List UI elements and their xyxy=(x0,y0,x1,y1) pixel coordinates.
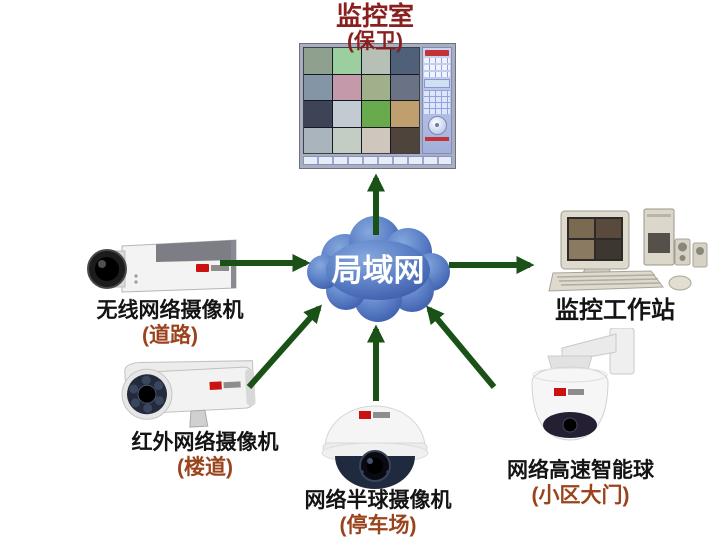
infrared-bullet-camera xyxy=(121,360,256,428)
panel-display xyxy=(424,79,450,88)
video-feed-tile xyxy=(391,74,419,100)
device-sublabel: (道路) xyxy=(142,324,198,347)
dome-camera-label: 网络半球摄像机 (停车场) xyxy=(283,488,473,538)
panel-numpad xyxy=(424,90,450,114)
mouse xyxy=(668,275,692,291)
device-sublabel: (楼道) xyxy=(177,456,233,479)
monitoring-room-title: 监控室 (保卫) xyxy=(275,2,475,53)
panel-button-row xyxy=(424,72,450,77)
panel-status-strip xyxy=(425,137,449,141)
monitor-grid xyxy=(303,47,420,154)
camera-lens xyxy=(562,417,578,433)
device-label: 无线网络摄像机 xyxy=(96,299,244,322)
wireless-box-camera xyxy=(87,239,237,293)
brand-logo xyxy=(554,388,566,396)
title-line2: (保卫) xyxy=(347,30,403,53)
cctv-monitor xyxy=(299,43,456,169)
title-line1: 监控室 xyxy=(335,1,414,31)
device-sublabel: (停车场) xyxy=(339,514,417,537)
video-feed-tile xyxy=(304,74,332,100)
video-feed-tile xyxy=(362,48,390,74)
cloud-shape xyxy=(307,216,450,322)
video-feed-tile xyxy=(304,127,332,153)
video-feed-tile xyxy=(391,101,419,127)
video-feed-tile xyxy=(391,48,419,74)
speeddome-label: 网络高速智能球 (小区大门) xyxy=(483,458,678,508)
panel-record-indicator xyxy=(425,50,449,56)
video-feed-tile xyxy=(333,127,361,153)
workstation-label: 监控工作站 xyxy=(530,298,700,323)
infrared-camera-label: 红外网络摄像机 (楼道) xyxy=(105,430,305,480)
video-feed-tile xyxy=(304,101,332,127)
device-label: 监控工作站 xyxy=(555,297,675,324)
monitoring-workstation xyxy=(548,208,708,292)
video-feed-tile xyxy=(333,101,361,127)
device-label: 网络半球摄像机 xyxy=(304,489,452,512)
device-label: 网络高速智能球 xyxy=(507,459,654,482)
video-feed-tile xyxy=(362,101,390,127)
cctv-monitor-body xyxy=(303,47,452,154)
panel-ptz-dial xyxy=(427,116,447,135)
ws-feed-tile xyxy=(596,219,621,238)
camera-lens xyxy=(137,384,157,404)
ws-feed-tile xyxy=(596,240,621,259)
video-feed-tile xyxy=(304,48,332,74)
device-sublabel: (小区大门) xyxy=(531,484,630,507)
network-dome-camera xyxy=(321,405,429,489)
panel-button-row xyxy=(424,65,450,70)
ws-feed-tile xyxy=(569,219,594,238)
video-feed-tile xyxy=(362,127,390,153)
ws-feed-tile xyxy=(569,240,594,259)
monitor-control-panel xyxy=(422,47,452,154)
brand-logo xyxy=(209,381,222,390)
monitor-toolbar xyxy=(303,156,452,165)
video-feed-tile xyxy=(333,74,361,100)
video-feed-tile xyxy=(333,48,361,74)
lan-cloud-label: 局域网 xyxy=(332,253,425,288)
panel-button-row xyxy=(424,58,450,63)
video-feed-tile xyxy=(391,127,419,153)
video-feed-tile xyxy=(362,74,390,100)
wireless-camera-label: 无线网络摄像机 (道路) xyxy=(75,298,265,348)
speed-dome-camera xyxy=(531,328,635,441)
lan-cloud: 局域网 xyxy=(307,216,450,322)
brand-logo xyxy=(196,264,209,272)
device-label: 红外网络摄像机 xyxy=(131,431,279,454)
brand-logo xyxy=(359,411,371,419)
